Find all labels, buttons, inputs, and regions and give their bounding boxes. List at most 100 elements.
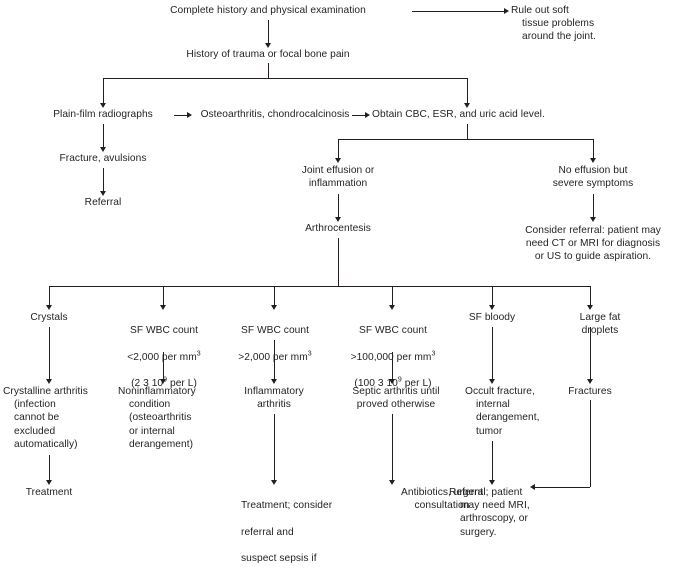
connector-six-b6 [590, 286, 591, 308]
arrowhead-sf-bloody [489, 305, 495, 310]
connector-fractures-to-referral [535, 487, 590, 488]
arrowhead-osteoarthritis [187, 112, 192, 118]
arrowhead-noninflammatory [160, 379, 166, 384]
connector-six-b5 [492, 286, 493, 308]
arrowhead-large-fat-droplets [587, 305, 593, 310]
treatment-consider-line2: referral and [241, 526, 294, 538]
node-consider-referral: Consider referral: patient may need CT o… [525, 225, 661, 263]
node-rule-out-soft-tissue: Rule out soft tissue problems around the… [511, 5, 596, 43]
connector-plainfilm-stem [103, 124, 104, 149]
connector-trauma-stem [268, 63, 269, 79]
node-treatment-left: Treatment [25, 487, 73, 498]
connector-septic-stem [392, 414, 393, 482]
node-referral-left: Referral [84, 197, 122, 208]
node-occult-fracture: Occult fracture, internal derangement, t… [465, 386, 540, 437]
node-complete-history: Complete history and physical examinatio… [170, 5, 366, 16]
connector-six-b1 [49, 286, 50, 308]
connector-osteo-to-cbc [352, 115, 367, 116]
arrowhead-no-effusion [590, 158, 596, 163]
connector-sfbloody-stem [492, 327, 493, 381]
connector-fractures-down [590, 400, 591, 487]
node-arthrocentesis: Arthrocentesis [305, 223, 371, 234]
connector-occult-stem [492, 441, 493, 482]
connector-plainfilm-to-osteo [174, 115, 189, 116]
node-fractures: Fractures [568, 386, 612, 397]
arrowhead-referral-patient [489, 480, 495, 485]
node-large-fat-droplets: Large fat droplets [579, 312, 621, 337]
connector-sfwbchigh-stem [392, 352, 393, 381]
arrowhead-plain-film [100, 103, 106, 108]
node-septic-arthritis: Septic arthritis until proved otherwise [352, 386, 440, 411]
arrowhead-treatment-left [46, 480, 52, 485]
connector-noeffusion-stem [593, 194, 594, 219]
connector-history-stem [268, 20, 269, 45]
arrowhead-treatment-consider [271, 480, 277, 485]
arrowhead-inflammatory-arthritis [271, 379, 277, 384]
sf-wbc-mid-sup-mm3: 3 [307, 350, 312, 358]
connector-split-bar-six [49, 286, 590, 287]
node-antibiotics-urgent: Antibiotics, urgent consultation [401, 487, 483, 512]
node-sf-wbc-mid: SF WBC count >2,000 per mm3 [229, 311, 321, 364]
connector-history-to-ruleout [412, 11, 506, 12]
arrowhead-referral-left [100, 191, 106, 196]
node-obtain-cbc-esr: Obtain CBC, ESR, and uric acid level. [372, 109, 545, 120]
arrowhead-sf-wbc-low [160, 305, 166, 310]
connector-split-bar-second [338, 139, 593, 140]
connector-six-b3 [274, 286, 275, 308]
sf-wbc-high-line2: >100,000 per mm [350, 351, 432, 363]
connector-fracture-stem [103, 168, 104, 193]
connector-arthrocentesis-stem [338, 238, 339, 286]
connector-largefat-stem [590, 327, 591, 381]
node-inflammatory-arthritis: Inflammatory arthritis [244, 386, 304, 411]
connector-inflammatory-stem [274, 414, 275, 482]
arrowhead-septic-arthritis [389, 379, 395, 384]
arrowhead-crystals [46, 305, 52, 310]
connector-split-right-down [467, 78, 468, 105]
arrowhead-arthrocentesis [335, 217, 341, 222]
sf-wbc-high-line1: SF WBC count [359, 325, 427, 337]
connector-split-left-down [103, 78, 104, 105]
connector-crystals-stem [49, 327, 50, 381]
sf-wbc-low-line3b: per L) [167, 378, 197, 390]
treatment-consider-line1: Treatment; consider [241, 500, 333, 512]
arrowhead-antibiotics [389, 480, 395, 485]
arrowhead-sf-wbc-high [389, 305, 395, 310]
arrowhead-fractures [587, 379, 593, 384]
node-osteoarthritis-chondrocalcinosis: Osteoarthritis, chondrocalcinosis [200, 109, 350, 120]
sf-wbc-high-line3b: per L) [401, 378, 432, 390]
node-crystalline-arthritis: Crystalline arthritis (infection cannot … [3, 386, 88, 450]
sf-wbc-low-sup-mm3: 3 [196, 350, 201, 358]
sf-wbc-high-sup-exp: 9 [397, 376, 402, 384]
sf-wbc-low-line1: SF WBC count [130, 325, 198, 337]
connector-sfwbcmid-stem [274, 340, 275, 381]
connector-split2-left-down [338, 139, 339, 161]
arrowhead-obtain-cbc-horizontal [365, 112, 370, 118]
arrowhead-history-trauma [265, 43, 271, 48]
arrowhead-fractures-to-referral [530, 484, 535, 490]
sf-wbc-high-sup-mm3: 3 [431, 350, 436, 358]
node-plain-film-radiographs: Plain-film radiographs [53, 109, 153, 120]
node-joint-effusion: Joint effusion or inflammation [301, 165, 375, 190]
node-history-trauma: History of trauma or focal bone pain [186, 49, 350, 60]
sf-wbc-mid-line2: >2,000 per mm [238, 351, 308, 363]
connector-effusion-stem [338, 194, 339, 219]
connector-split-bar-top [103, 78, 467, 79]
arrowhead-obtain-cbc [464, 103, 470, 108]
connector-six-b4 [392, 286, 393, 308]
arrowhead-crystalline-arthritis [46, 379, 52, 384]
connector-crystalline-stem [49, 455, 50, 482]
node-no-effusion: No effusion but severe symptoms [552, 165, 634, 190]
connector-cbc-stem [467, 124, 468, 140]
node-fracture-avulsions: Fracture, avulsions [59, 153, 147, 164]
node-noninflammatory-condition: Noninflammatory condition (osteoarthriti… [118, 386, 196, 450]
arrowhead-joint-effusion [335, 158, 341, 163]
arrowhead-sf-wbc-mid [271, 305, 277, 310]
node-referral-patient: Referral; patient may need MRI, arthrosc… [449, 487, 530, 538]
arrowhead-occult-fracture [489, 379, 495, 384]
arrowhead-consider-referral [590, 217, 596, 222]
connector-six-b2 [163, 286, 164, 308]
sf-wbc-low-line3a: (2 3 10 [131, 378, 164, 390]
node-treatment-consider: Treatment; consider referral and suspect… [230, 486, 346, 569]
connector-split2-right-down [593, 139, 594, 161]
